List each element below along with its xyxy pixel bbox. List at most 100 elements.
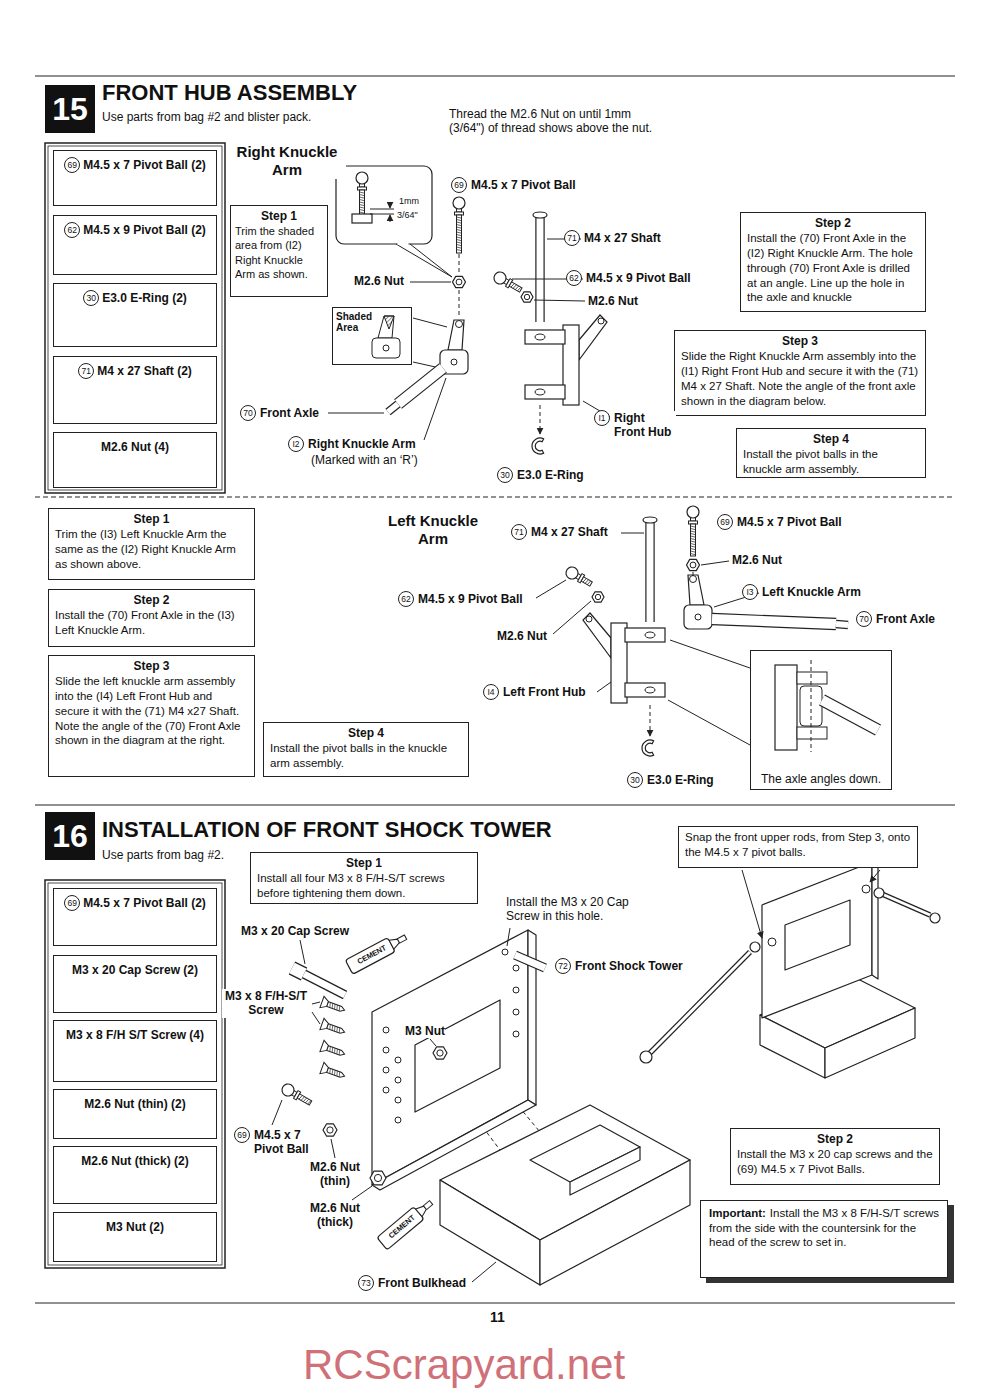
ball (564, 565, 580, 581)
tower-hole (383, 1087, 389, 1093)
upper-rod (882, 894, 930, 915)
dimension-label: 1mm (399, 196, 419, 207)
thread-line (329, 1002, 332, 1007)
fill (388, 404, 398, 412)
part-label: Use parts from bag #2 and blister pack. (102, 110, 311, 124)
leader-line (312, 1012, 320, 1024)
assembly-heading: Left Knuckle Arm (376, 512, 490, 548)
section-rule (35, 1303, 955, 1304)
thread-line (338, 1072, 341, 1077)
outline (836, 624, 848, 625)
part-label: Front Shock Tower (575, 959, 683, 973)
thread (691, 524, 696, 556)
tower-hole (513, 965, 519, 971)
body (327, 1002, 346, 1013)
leader-line (430, 1039, 436, 1046)
shock-tower-edge (372, 1100, 536, 1190)
nut-hole (524, 294, 529, 299)
part-box: M3 Nut (2) (53, 1212, 217, 1262)
thread-line (336, 1049, 339, 1054)
leader-line (553, 601, 591, 634)
leader-line (507, 928, 510, 946)
flat-head-screw (320, 996, 347, 1015)
callout-number: 71 (564, 230, 580, 246)
callout-number: 62 (566, 270, 582, 286)
hex-nut (521, 292, 533, 302)
section-number-text: 16 (52, 818, 88, 855)
box-text: Install the (70) Front Axle in the (I2) … (747, 231, 919, 305)
fill (712, 619, 836, 624)
part-label: M2.6 Nut (497, 629, 547, 643)
separator-line (35, 497, 955, 498)
thread-line (338, 1050, 341, 1055)
part-label: (Marked with an ‘R’) (311, 453, 418, 467)
leader-line (424, 378, 446, 440)
inset-box: Shaded Area (332, 307, 412, 365)
front-hub (525, 315, 607, 405)
outline (882, 894, 930, 915)
thread-line (457, 232, 462, 233)
thread-line (360, 205, 365, 206)
lower-ear (525, 385, 565, 399)
thread-line (457, 220, 462, 221)
upper-ear (625, 628, 665, 642)
thread-line (360, 200, 365, 201)
arm (448, 320, 464, 350)
thread-line (691, 549, 696, 550)
callout-number: 62 (64, 222, 80, 238)
part-name: M2.6 Nut (thin) (2) (84, 1097, 185, 1111)
leader-line (300, 940, 305, 964)
ball (453, 197, 465, 209)
ball (356, 172, 368, 184)
part-name: M4 x 27 Shaft (2) (97, 364, 192, 378)
thread-line (691, 534, 696, 535)
flat-head-screw (320, 1062, 347, 1081)
leader-line (410, 282, 451, 283)
thread-line (329, 1068, 332, 1073)
part-box: 69M4.5 x 7 Pivot Ball (2) (53, 888, 217, 946)
thread-line (360, 197, 365, 198)
front-hub (583, 613, 665, 703)
tower-hole (395, 1097, 401, 1103)
thread (509, 282, 522, 292)
part-box: M3 x 20 Cap Screw (2) (53, 955, 217, 1013)
axis-line (540, 405, 541, 434)
part-label: Left Knuckle Arm (762, 585, 861, 599)
callout-number: 30 (497, 467, 513, 483)
upper-ear (525, 330, 565, 344)
thread-line (331, 1047, 334, 1052)
thread (457, 215, 462, 253)
thread-line (457, 222, 462, 223)
part-label: Thread the M2.6 Nut on until 1mm (3/64")… (449, 107, 654, 136)
outline (535, 217, 544, 322)
step-box: Step 4Install the pivot balls in the knu… (263, 722, 469, 777)
cap (423, 1201, 432, 1210)
thread-line (360, 207, 365, 208)
inset-box: The axle angles down. (750, 650, 892, 790)
thread-line (691, 541, 696, 542)
tower-hole (513, 1009, 519, 1015)
dimension-arrow (390, 202, 391, 208)
box-text: Install the M3 x 20 cap screws and the (… (737, 1147, 933, 1176)
part-name: M4.5 x 7 Pivot Ball (2) (83, 158, 206, 172)
thread-line (517, 287, 521, 292)
leader-line (272, 1100, 282, 1125)
ear-detail (797, 727, 827, 739)
nut-side (352, 214, 372, 223)
detail-bubble (336, 166, 432, 244)
outline (645, 522, 654, 622)
parts-frame (45, 143, 225, 493)
box-text: Install all four M3 x 8 F/H-S/T screws b… (257, 871, 471, 900)
callout-number: I2 (288, 436, 304, 452)
part-label: E3.0 E-Ring (647, 773, 714, 787)
arm-hole (586, 616, 592, 622)
thread-line (333, 1026, 336, 1031)
thread-line (360, 210, 365, 211)
ball (687, 506, 699, 518)
outline (712, 619, 836, 624)
arm-hole (598, 318, 604, 324)
part-box: 30E3.0 E-Ring (2) (53, 283, 217, 347)
callout-number: 69 (64, 157, 80, 173)
step-heading: Step 4 (270, 726, 462, 741)
callout-number: 73 (358, 1275, 374, 1291)
